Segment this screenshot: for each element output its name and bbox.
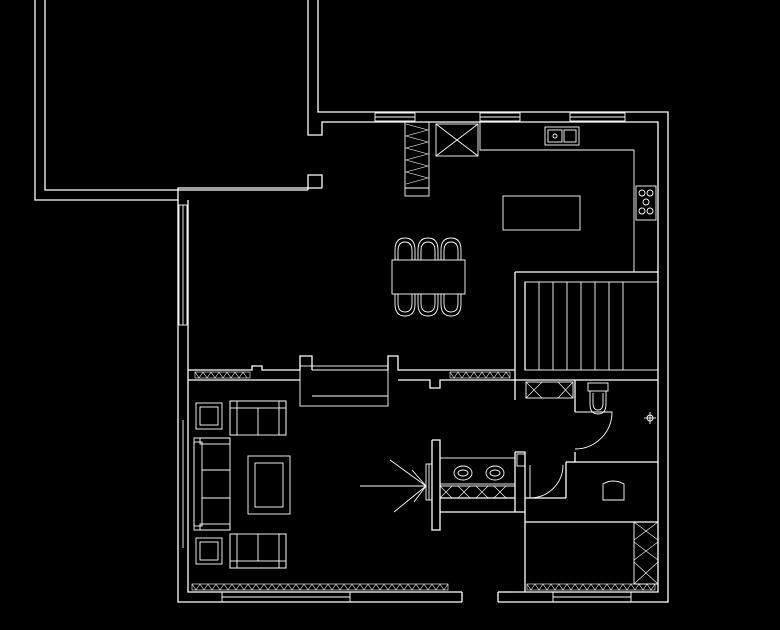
double-vanity bbox=[439, 453, 526, 499]
kitchen bbox=[435, 122, 657, 272]
hatch-pattern-lines bbox=[191, 123, 656, 591]
living-room bbox=[191, 400, 449, 591]
dining-table bbox=[391, 237, 466, 317]
toilet-icon bbox=[587, 382, 609, 415]
hatch-zigzag bbox=[404, 123, 430, 185]
dining-chairs-top bbox=[394, 237, 462, 260]
hatch-zigzag bbox=[191, 583, 449, 591]
side-table-top bbox=[195, 402, 223, 430]
windows bbox=[178, 112, 632, 603]
hatch-zigzag bbox=[526, 583, 656, 591]
armchair-top bbox=[229, 400, 287, 436]
tall-unit bbox=[435, 123, 479, 157]
kitchen-island bbox=[502, 195, 581, 231]
exterior-walls bbox=[34, 0, 669, 603]
coffee-table bbox=[247, 455, 291, 515]
tv-feature-wall bbox=[360, 459, 433, 513]
cooktop-icon bbox=[635, 185, 657, 221]
interior-walls bbox=[188, 121, 658, 592]
basin-icon bbox=[602, 480, 625, 501]
hatch-zigzag bbox=[194, 371, 248, 379]
bathroom bbox=[525, 381, 656, 450]
hatch-zigzag bbox=[449, 371, 511, 379]
sink-icon bbox=[453, 465, 473, 481]
dining-chairs-bottom bbox=[394, 294, 462, 317]
armchair-bottom bbox=[229, 533, 287, 569]
sink-icon bbox=[485, 465, 505, 481]
sofa-three-seat bbox=[193, 437, 231, 531]
staircase bbox=[524, 281, 659, 371]
lower-right-room bbox=[526, 464, 659, 591]
sink-icon bbox=[544, 126, 580, 146]
side-table-bottom bbox=[195, 537, 223, 565]
